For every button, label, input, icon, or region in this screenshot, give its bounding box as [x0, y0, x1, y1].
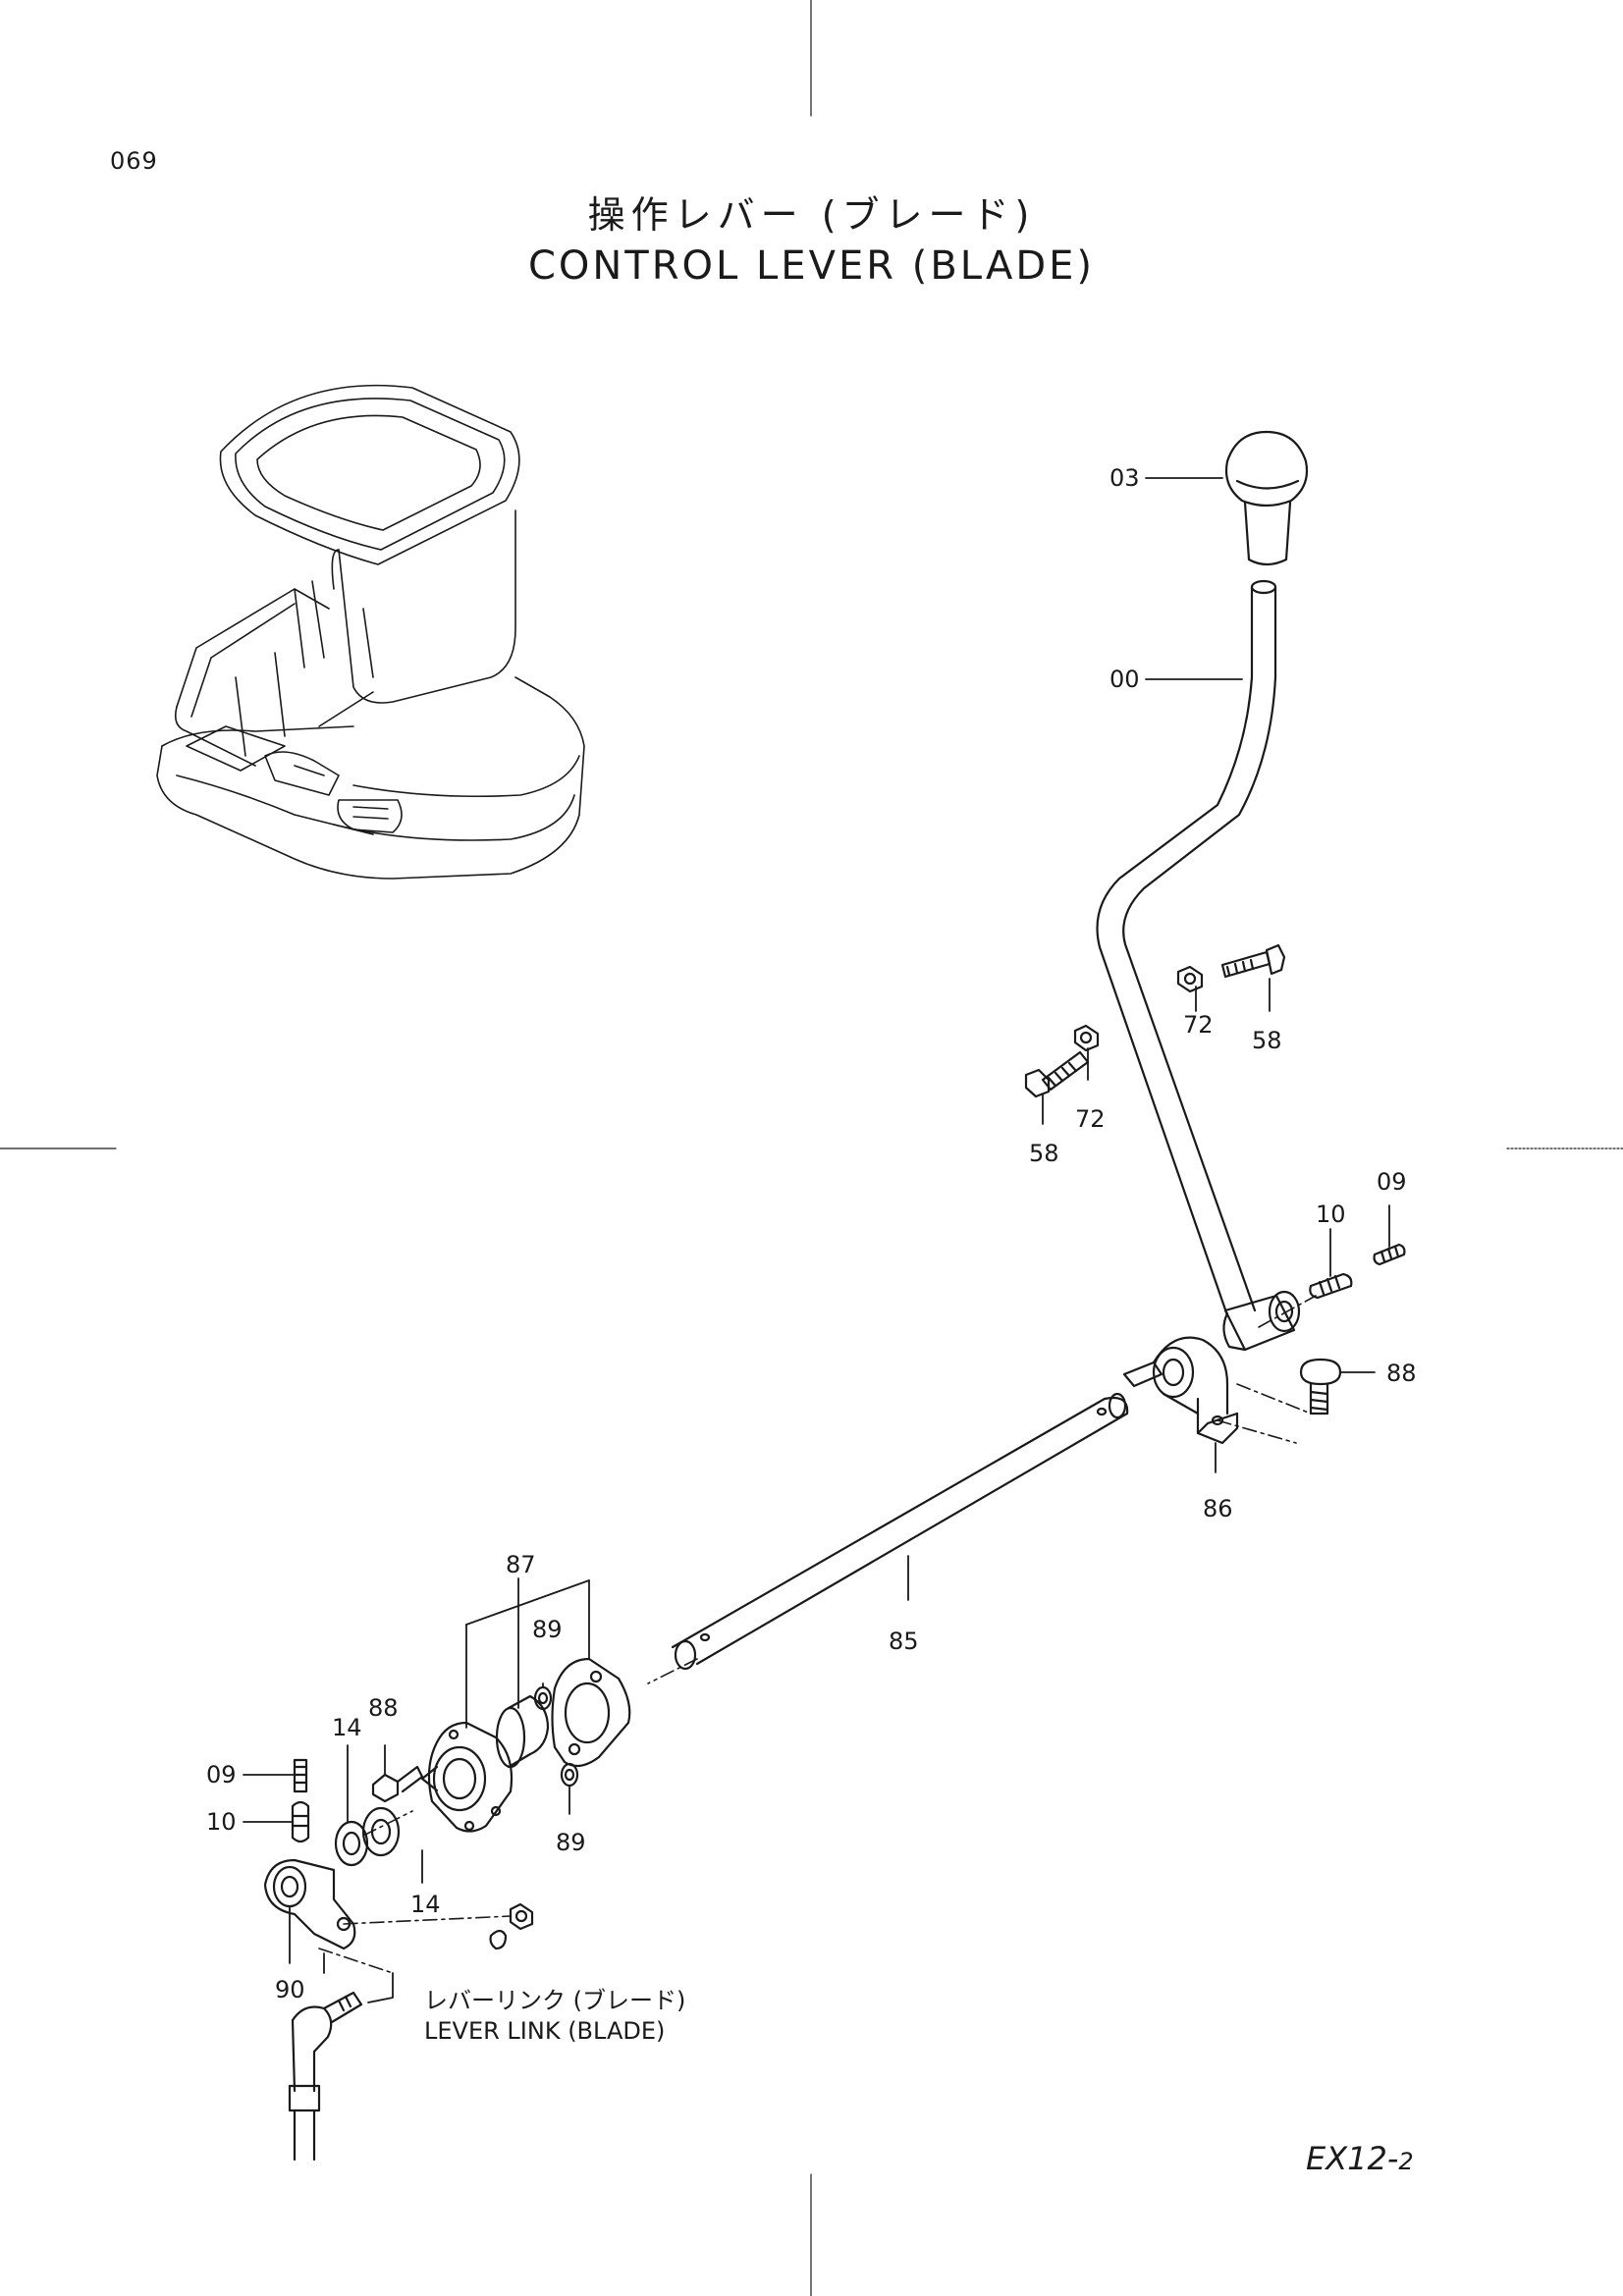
leader-lines	[243, 477, 1390, 2003]
bearing-bracket	[1122, 1336, 1239, 1445]
callout-58-lower: 58	[1029, 1140, 1059, 1167]
callout-03: 03	[1109, 464, 1140, 492]
model-code-suffix: 2	[1398, 2148, 1414, 2175]
flange-bearing	[420, 1721, 514, 1833]
bolt-58-lower	[1024, 1050, 1090, 1098]
callout-10-lower: 10	[206, 1808, 237, 1836]
washer-14-a	[334, 1820, 369, 1867]
lever-arm	[263, 1858, 356, 1950]
washer-14-b	[361, 1806, 401, 1857]
callouts: 03 00 58 72 72 58 10 09 88 86 85 87 89 8…	[206, 464, 1417, 2003]
callout-86: 86	[1203, 1495, 1233, 1522]
flange-gasket	[551, 1657, 631, 1768]
lever-link-label-english: LEVER LINK (BLADE)	[424, 2017, 666, 2045]
callout-14-a: 14	[332, 1714, 362, 1741]
control-knob	[1224, 430, 1309, 566]
callout-89-upper: 89	[532, 1616, 563, 1643]
callout-72-lower: 72	[1075, 1105, 1106, 1133]
lever-link-rod-end	[288, 1991, 363, 2162]
machine-overview-sketch	[156, 384, 585, 880]
callout-72-upper: 72	[1183, 1011, 1214, 1039]
cross-shaft	[671, 1392, 1129, 1671]
pin-10-upper	[1309, 1272, 1353, 1300]
page-number: 069	[110, 147, 158, 175]
nut-link-end	[509, 1902, 534, 1931]
callout-87: 87	[506, 1551, 536, 1578]
bolt-88-upper	[1299, 1358, 1342, 1415]
page-title-japanese: 操作レバー (ブレード)	[587, 193, 1036, 237]
callout-89-lower: 89	[556, 1829, 586, 1856]
callout-09-upper: 09	[1377, 1168, 1407, 1196]
washer-89-lower	[560, 1762, 579, 1788]
callout-10-upper: 10	[1316, 1201, 1346, 1228]
pin-09-lower	[293, 1758, 308, 1793]
nut-72-upper	[1176, 965, 1204, 993]
callout-85: 85	[889, 1628, 919, 1655]
lock-washer-link-end	[489, 1929, 508, 1950]
model-code: EX12-2	[1306, 2140, 1414, 2177]
bushing	[495, 1694, 550, 1769]
nut-72-lower	[1073, 1024, 1100, 1052]
callout-88-upper: 88	[1386, 1360, 1417, 1387]
callout-90: 90	[275, 1976, 305, 2003]
callout-14-b: 14	[410, 1891, 441, 1918]
lever-boss	[1222, 1290, 1301, 1352]
page-title-english: CONTROL LEVER (BLADE)	[527, 243, 1096, 289]
callout-88-lower: 88	[368, 1694, 399, 1722]
lever-link-label-japanese: レバーリンク (ブレード)	[424, 1987, 686, 2014]
pin-10-lower	[291, 1800, 310, 1843]
washer-89-upper	[533, 1685, 553, 1711]
pin-09-upper	[1373, 1243, 1406, 1266]
model-code-main: EX12-	[1306, 2140, 1399, 2177]
callout-09-lower: 09	[206, 1761, 237, 1789]
bolt-58-upper	[1220, 943, 1286, 979]
bolt-88-lower	[371, 1765, 424, 1803]
callout-58-upper: 58	[1252, 1027, 1282, 1054]
callout-00: 00	[1109, 666, 1140, 693]
lever-rod	[1096, 579, 1277, 1317]
centerlines	[318, 1295, 1317, 1974]
